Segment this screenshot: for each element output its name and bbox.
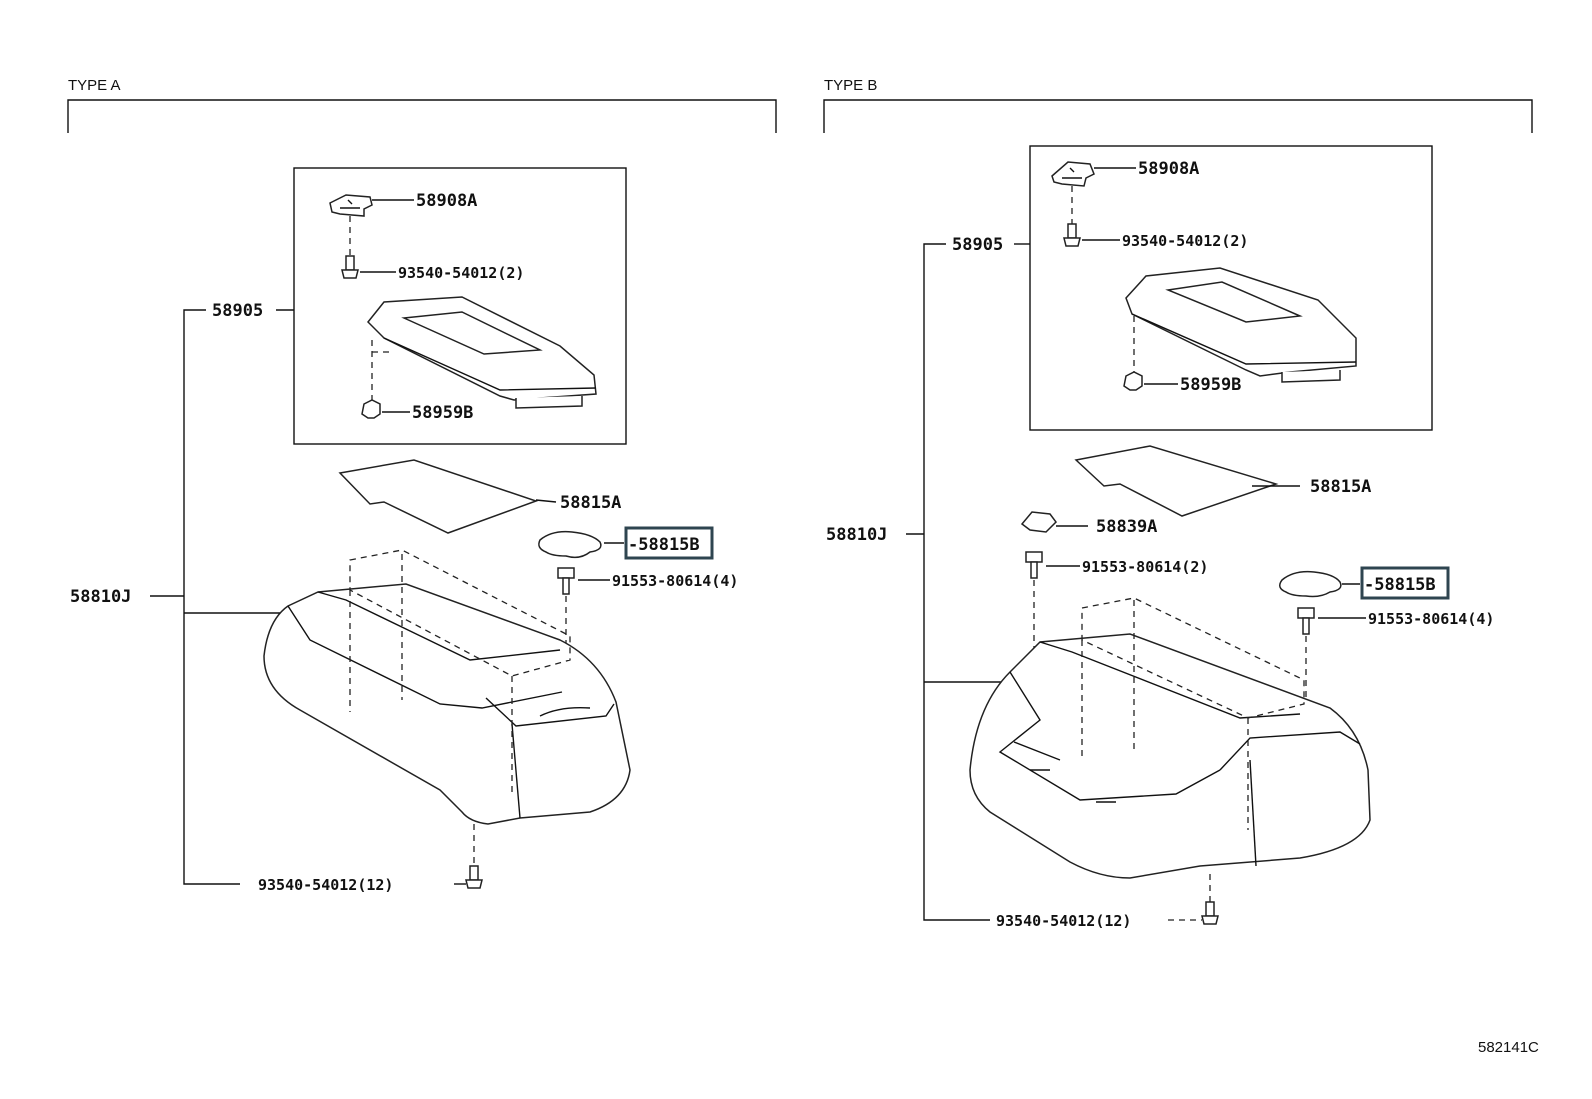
type-b-label-58810j: 58810J	[826, 525, 887, 545]
type-b-label-93540-12: 93540-54012(12)	[996, 912, 1131, 930]
type-b-screw-93540-12	[1201, 901, 1219, 925]
type-a-screw-93540	[341, 255, 359, 279]
type-b-mat-58815a	[1074, 445, 1279, 517]
type-b-label-91553-2: 91553-80614(2)	[1082, 558, 1208, 576]
type-a-bolt-91553	[557, 567, 575, 595]
type-b-label-58905: 58905	[952, 235, 1003, 255]
type-b-console-lid	[1125, 267, 1357, 383]
type-a-label-58815b: -58815B	[628, 535, 700, 555]
type-b-clip-58908a	[1051, 161, 1095, 187]
type-b-label-58839a: 58839A	[1096, 517, 1157, 537]
type-a-console-body	[263, 583, 631, 825]
type-b-console-body	[969, 633, 1371, 879]
type-a-label-58810j: 58810J	[70, 587, 131, 607]
type-a-mat-58815a	[338, 459, 539, 534]
type-b-bracket	[823, 99, 1533, 133]
type-b-label-91553-4: 91553-80614(4)	[1368, 610, 1494, 628]
type-a-label-91553-4: 91553-80614(4)	[612, 572, 738, 590]
type-a-clip-58908a	[329, 194, 373, 217]
type-a-bracket	[67, 99, 777, 133]
type-b-bolt-91553-2	[1025, 551, 1043, 579]
type-a-section: TYPE A 58908A 93540-54012(2)	[67, 77, 777, 894]
type-b-pad-58815b	[1279, 570, 1342, 598]
type-b-clip-58959b	[1123, 371, 1143, 391]
type-b-section: TYPE B 58908A 93540-54012(2)	[823, 77, 1533, 930]
type-a-label-93540-12: 93540-54012(12)	[258, 876, 393, 894]
type-a-console-lid	[366, 296, 597, 409]
type-a-label-58815a: 58815A	[560, 493, 621, 513]
type-a-label-58908a: 58908A	[416, 191, 477, 211]
type-a-kit-box	[293, 167, 627, 445]
type-a-pad-58815b	[538, 530, 602, 559]
type-b-title: TYPE B	[824, 77, 877, 94]
type-b-bolt-91553-4	[1297, 607, 1315, 635]
type-b-label-93540-2: 93540-54012(2)	[1122, 232, 1248, 250]
type-a-title: TYPE A	[68, 77, 121, 94]
type-b-label-58815a: 58815A	[1310, 477, 1371, 497]
type-b-label-58815b: -58815B	[1364, 575, 1436, 595]
type-b-cap-58839a	[1020, 511, 1057, 533]
type-a-label-93540-2: 93540-54012(2)	[398, 264, 524, 282]
type-a-label-58905: 58905	[212, 301, 263, 321]
type-b-label-58908a: 58908A	[1138, 159, 1199, 179]
type-b-highlight-58815b	[1360, 566, 1450, 600]
type-b-kit-box	[1029, 145, 1433, 431]
type-a-clip-58959b	[361, 399, 381, 419]
reference-code: 582141C	[1478, 1039, 1539, 1056]
type-a-screw-93540-12	[465, 865, 483, 889]
type-a-label-58959b: 58959B	[412, 403, 473, 423]
type-b-screw-93540	[1063, 223, 1081, 247]
type-b-label-58959b: 58959B	[1180, 375, 1241, 395]
type-a-highlight-58815b	[624, 526, 714, 560]
